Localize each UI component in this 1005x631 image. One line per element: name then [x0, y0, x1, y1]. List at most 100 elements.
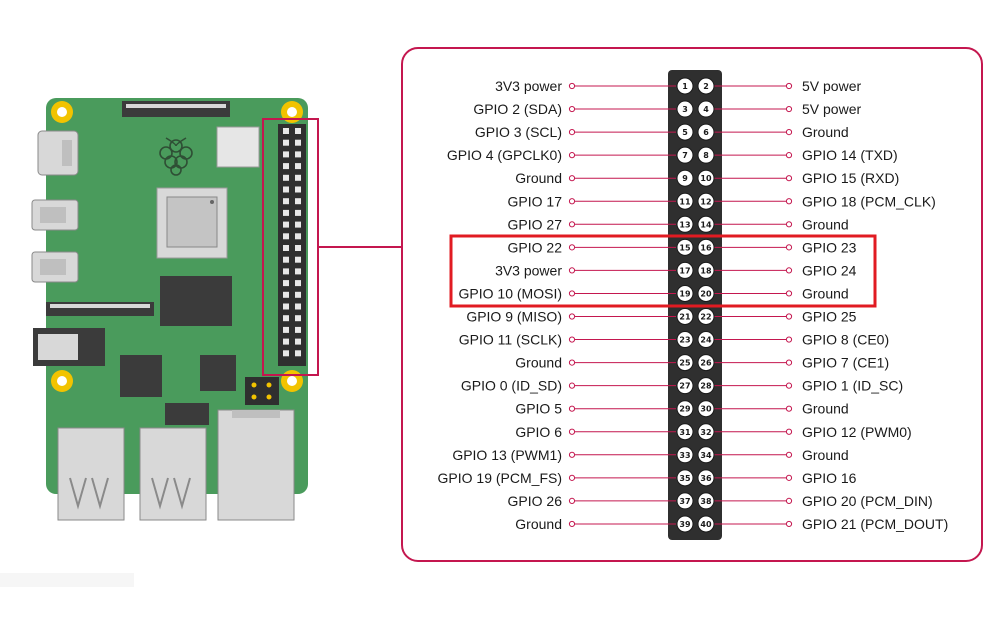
left-leader-dot — [568, 82, 576, 90]
right-pin-label: Ground — [802, 216, 849, 232]
left-leader-dot — [568, 221, 576, 228]
pin-left-number: 9 — [682, 174, 688, 183]
board-header-pin — [295, 291, 301, 298]
right-pin-label: GPIO 20 (PCM_DIN) — [802, 493, 933, 509]
board-header-pin — [283, 315, 289, 322]
pin-left-circle — [676, 492, 694, 510]
pin-left-circle — [676, 377, 694, 395]
left-pin-label: GPIO 9 (MISO) — [466, 309, 562, 325]
right-pin-label: 5V power — [802, 78, 861, 94]
left-pin-label: GPIO 17 — [508, 193, 563, 209]
usb-port-pair-2 — [139, 427, 207, 521]
left-leader-dot — [568, 290, 576, 297]
pin-left-number: 5 — [682, 128, 688, 137]
pin-right-number: 38 — [700, 497, 712, 506]
left-pin-label: GPIO 3 (SCL) — [475, 124, 562, 140]
pin-right-circle — [697, 238, 715, 256]
pin-left-circle — [676, 146, 694, 164]
board-header-pin — [295, 338, 301, 345]
board-header-pin — [295, 280, 301, 287]
board-header-pin — [295, 268, 301, 275]
pin-left-number: 7 — [682, 151, 688, 160]
pin-left-number: 15 — [679, 243, 691, 252]
display-connector — [122, 101, 230, 117]
pin-left-circle — [676, 284, 694, 302]
right-leader-dot — [785, 290, 793, 297]
right-leader-dot — [785, 175, 793, 182]
pin-left-circle — [676, 354, 694, 372]
pin-right-circle — [697, 400, 715, 418]
right-pin-label: GPIO 7 (CE1) — [802, 355, 889, 371]
pin-left-number: 39 — [679, 520, 691, 529]
pin-left-circle — [676, 77, 694, 95]
left-leader-dot — [568, 474, 576, 481]
right-leader-dot — [785, 244, 793, 251]
left-pin-label: GPIO 11 (SCLK) — [459, 332, 562, 348]
wireless-module — [216, 126, 260, 168]
right-leader-dot — [785, 451, 793, 458]
right-pin-label: GPIO 21 (PCM_DOUT) — [802, 516, 948, 532]
left-pin-label: GPIO 22 — [508, 239, 563, 255]
right-leader-dot — [785, 267, 793, 274]
board-header-pin — [295, 221, 301, 228]
left-leader-dot — [568, 175, 576, 182]
pin-left-number: 29 — [679, 405, 691, 414]
pin-right-number: 28 — [700, 382, 712, 391]
board-header-pin — [283, 186, 289, 193]
pin-right-number: 10 — [700, 174, 712, 183]
board-header-pin — [283, 174, 289, 181]
pin-left-circle — [676, 215, 694, 233]
board-header-pin — [283, 256, 289, 263]
right-pin-label: 5V power — [802, 101, 861, 117]
right-pin-label: GPIO 12 (PWM0) — [802, 424, 912, 440]
pin-right-number: 36 — [700, 474, 712, 483]
left-pin-label: GPIO 10 (MOSI) — [459, 285, 562, 301]
right-leader-dot — [785, 405, 793, 412]
right-pin-label: GPIO 14 (TXD) — [802, 147, 898, 163]
pin-right-circle — [697, 192, 715, 210]
right-pin-label: GPIO 16 — [802, 470, 857, 486]
right-leader-dot — [785, 221, 793, 228]
pin-right-number: 6 — [703, 128, 709, 137]
pin-right-circle — [697, 169, 715, 187]
board-header-pin — [295, 198, 301, 205]
pin-right-circle — [697, 146, 715, 164]
usb-controller-chip — [120, 355, 162, 397]
board-header-pin — [283, 245, 289, 251]
pin-left-number: 19 — [679, 289, 691, 298]
pin-left-circle — [676, 423, 694, 441]
pin-left-number: 35 — [679, 474, 691, 483]
left-leader-dot — [568, 428, 576, 435]
right-leader-dot — [785, 497, 793, 504]
right-pin-label: GPIO 23 — [802, 239, 857, 255]
pin-right-circle — [697, 354, 715, 372]
pin-left-circle — [676, 169, 694, 187]
left-leader-dot — [568, 336, 576, 343]
left-leader-dot — [568, 359, 576, 366]
board-header-pin — [283, 163, 289, 170]
pin-left-circle — [676, 192, 694, 210]
pin-right-circle — [697, 446, 715, 464]
board-header-pin — [295, 256, 301, 263]
board-header-pin — [295, 350, 301, 357]
ram-chip — [160, 276, 232, 326]
pin-right-number: 20 — [700, 289, 712, 298]
board-header-pin — [295, 128, 301, 134]
pin-right-number: 4 — [703, 105, 709, 114]
left-pin-label: GPIO 6 — [515, 424, 562, 440]
pin-right-number: 32 — [700, 428, 711, 437]
right-pin-label: GPIO 15 (RXD) — [802, 170, 899, 186]
pin-right-number: 30 — [700, 405, 712, 414]
board-header-pin — [295, 186, 301, 193]
left-leader-dot — [568, 152, 576, 159]
board-header-pin — [283, 209, 289, 216]
